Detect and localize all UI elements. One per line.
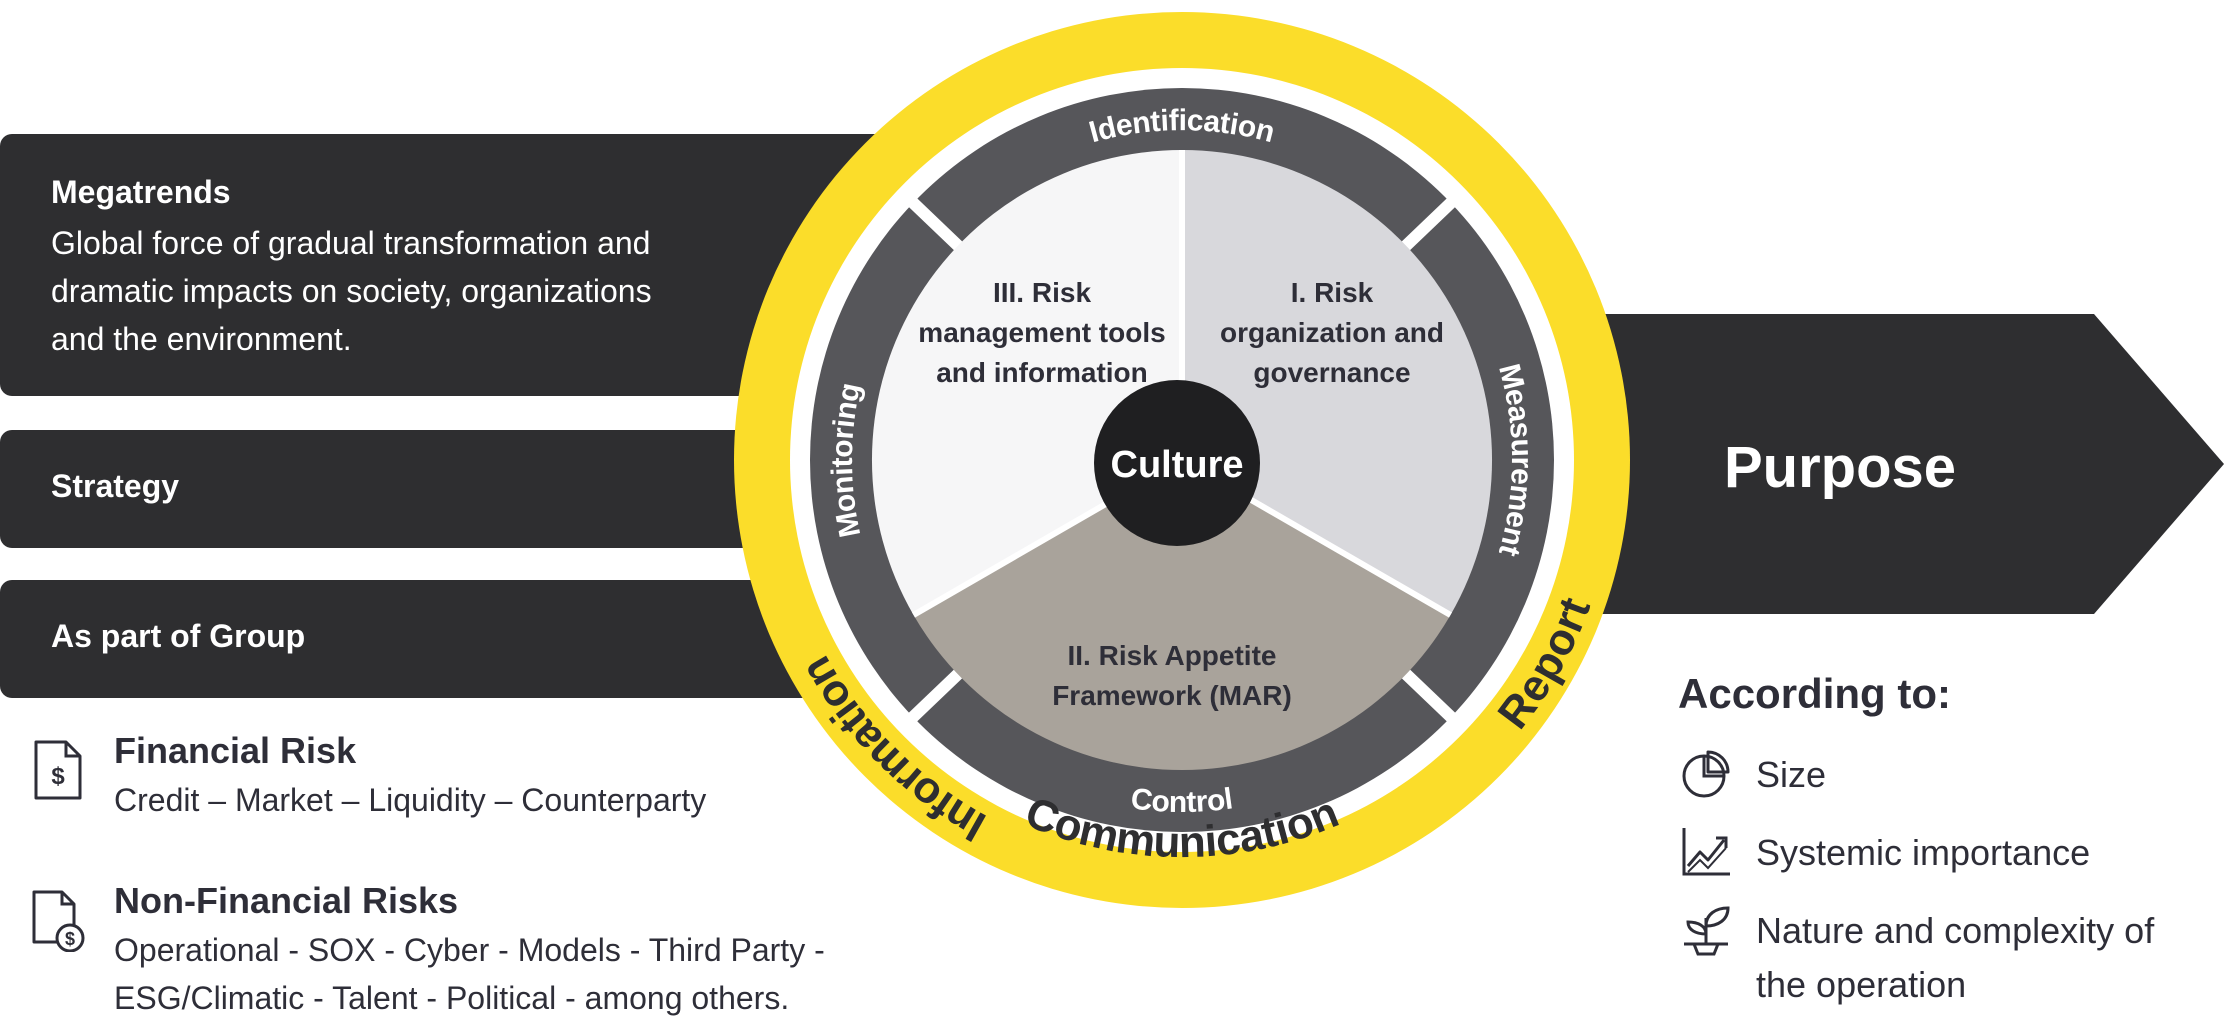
according-title: According to:: [1678, 670, 1951, 717]
strategy-title: Strategy: [51, 468, 180, 504]
non-financial-risk-title: Non-Financial Risks: [114, 880, 459, 921]
segment-one-line-2: organization and: [1220, 317, 1444, 348]
purpose-label: Purpose: [1724, 435, 1956, 500]
segment-three-line-2: management tools: [918, 317, 1165, 348]
megatrends-description: Global force of gradual transformation a…: [51, 225, 652, 357]
according-size-label: Size: [1756, 754, 1827, 795]
segment-two-line-1: II. Risk Appetite: [1067, 640, 1276, 671]
document-coin-icon: $: [32, 890, 85, 952]
svg-text:$: $: [51, 763, 65, 790]
according-systemic-label: Systemic importance: [1756, 832, 2091, 873]
segment-three-line-1: III. Risk: [993, 277, 1091, 308]
financial-risk-description: Credit – Market – Liquidity – Counterpar…: [114, 782, 707, 818]
strategy-bar: Strategy: [0, 430, 800, 548]
plant-icon: [1684, 906, 1730, 956]
segment-two-line-2: Framework (MAR): [1052, 680, 1292, 711]
svg-text:$: $: [65, 929, 75, 949]
megatrends-bar: Megatrends Global force of gradual trans…: [0, 134, 900, 396]
document-dollar-icon: $: [34, 740, 82, 800]
pie-chart-icon: [1682, 750, 1730, 798]
culture-label: Culture: [1111, 444, 1244, 486]
trend-chart-icon: [1682, 828, 1730, 876]
culture-center: [1094, 380, 1260, 546]
group-title: As part of Group: [51, 618, 306, 654]
segment-one-line-3: governance: [1253, 357, 1410, 388]
segment-risk-organization: [1182, 150, 1493, 615]
segment-three-line-3: and information: [936, 357, 1148, 388]
group-bar: As part of Group: [0, 580, 820, 698]
financial-risk-title: Financial Risk: [114, 730, 357, 771]
control-label: Control: [1129, 782, 1235, 819]
non-financial-risk-description: Operational - SOX - Cyber - Models - Thi…: [114, 932, 825, 1016]
segment-one-line-1: I. Risk: [1291, 277, 1374, 308]
megatrends-title: Megatrends: [51, 174, 231, 210]
according-nature-label: Nature and complexity of the operation: [1756, 910, 2155, 1005]
